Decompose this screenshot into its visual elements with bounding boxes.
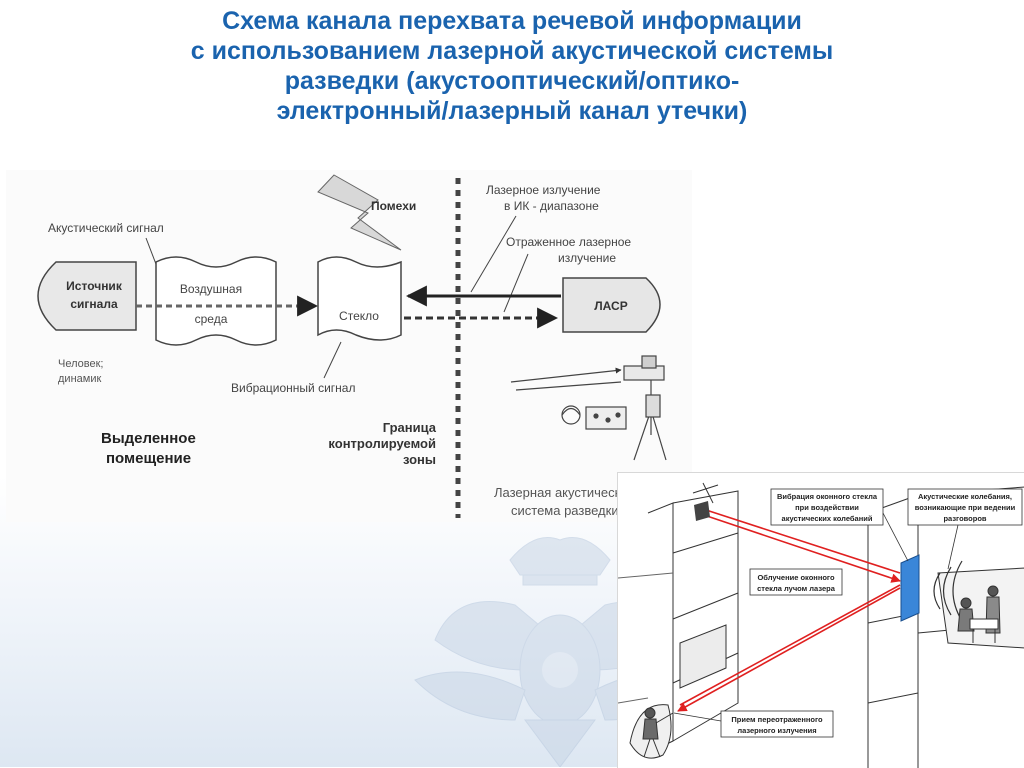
glass-label: Стекло xyxy=(339,309,379,323)
laser-beam-lines xyxy=(677,508,901,712)
callout-window-vibration: Вибрация оконного стекла при воздействии… xyxy=(770,488,909,562)
laser-emitter-icon xyxy=(694,501,710,521)
laser-ir-pointer xyxy=(470,215,517,293)
signal-source-shape xyxy=(37,261,137,331)
laser-ir-label-1: Лазерное излучение xyxy=(486,183,601,197)
source-note-1: Человек; xyxy=(58,358,103,370)
air-label-1: Воздушная xyxy=(180,282,242,296)
laser-ir-label-2: в ИК - диапазоне xyxy=(504,199,599,213)
border-label-2: контролируемой xyxy=(328,436,436,451)
source-label-1: Источник xyxy=(66,279,123,293)
channel-scheme-diagram: Источник сигнала Человек; динамик Акусти… xyxy=(6,170,692,522)
window-glass xyxy=(900,554,920,622)
interference-bolt-icon xyxy=(317,174,402,251)
acoustic-osc-text-1: Акустические колебания, xyxy=(918,492,1012,501)
system-label-2: система разведки xyxy=(511,503,619,518)
callout-acoustic-oscillations: Акустические колебания, возникающие при … xyxy=(907,488,1023,570)
laser-operator-sketch xyxy=(629,704,674,759)
interference-label: Помехи xyxy=(371,199,416,213)
title-line-2: с использованием лазерной акустической с… xyxy=(190,37,834,65)
people-at-table-sketch xyxy=(957,585,1001,643)
page-title: Схема канала перехвата речевой информаци… xyxy=(60,6,964,126)
system-label-1: Лазерная акустическая xyxy=(494,485,635,500)
vibration-signal-label: Вибрационный сигнал xyxy=(231,381,355,395)
reception-text-2: лазерного излучения xyxy=(737,726,816,735)
air-label-2: среда xyxy=(195,312,228,326)
lasr-label: ЛАСР xyxy=(594,299,627,313)
window-vib-text-1: Вибрация оконного стекла xyxy=(777,492,878,501)
reflected-label-1: Отраженное лазерное xyxy=(506,235,631,249)
window-vib-text-3: акустических колебаний xyxy=(782,514,873,523)
irradiation-text-1: Облучение оконного xyxy=(757,573,835,582)
source-label-2: сигнала xyxy=(70,297,118,311)
border-label-3: зоны xyxy=(403,452,436,467)
room-label-2: помещение xyxy=(106,450,191,467)
room-label-1: Выделенное xyxy=(101,430,196,447)
acoustic-osc-text-3: разговоров xyxy=(943,514,986,523)
border-label-1: Граница xyxy=(383,420,437,435)
acoustic-signal-label: Акустический сигнал xyxy=(48,221,164,235)
callout-irradiation: Облучение оконного стекла лучом лазера xyxy=(749,568,843,596)
reflected-label-2: излучение xyxy=(558,251,616,265)
vibration-signal-pointer xyxy=(323,341,342,379)
air-medium-shape xyxy=(155,256,277,346)
title-line-1: Схема канала перехвата речевой информаци… xyxy=(222,7,802,35)
window-vib-text-2: при воздействии xyxy=(795,503,859,512)
glass-shape xyxy=(317,256,402,341)
source-note-2: динамик xyxy=(58,373,101,385)
reflected-pointer xyxy=(503,253,529,313)
irradiation-text-2: стекла лучом лазера xyxy=(757,584,836,593)
ground-lines xyxy=(618,572,674,704)
title-line-4: электронный/лазерный канал утечки) xyxy=(276,97,748,125)
building-scheme-diagram: Вибрация оконного стекла при воздействии… xyxy=(617,472,1024,768)
callout-reception: Прием переотраженного лазерного излучени… xyxy=(673,710,834,738)
reception-text-1: Прием переотраженного xyxy=(731,715,823,724)
acoustic-osc-text-2: возникающие при ведении xyxy=(915,503,1016,512)
lasr-shape xyxy=(562,277,661,333)
laser-device-sketch xyxy=(510,355,667,461)
title-line-3: разведки (акустооптический/оптико- xyxy=(284,67,740,95)
